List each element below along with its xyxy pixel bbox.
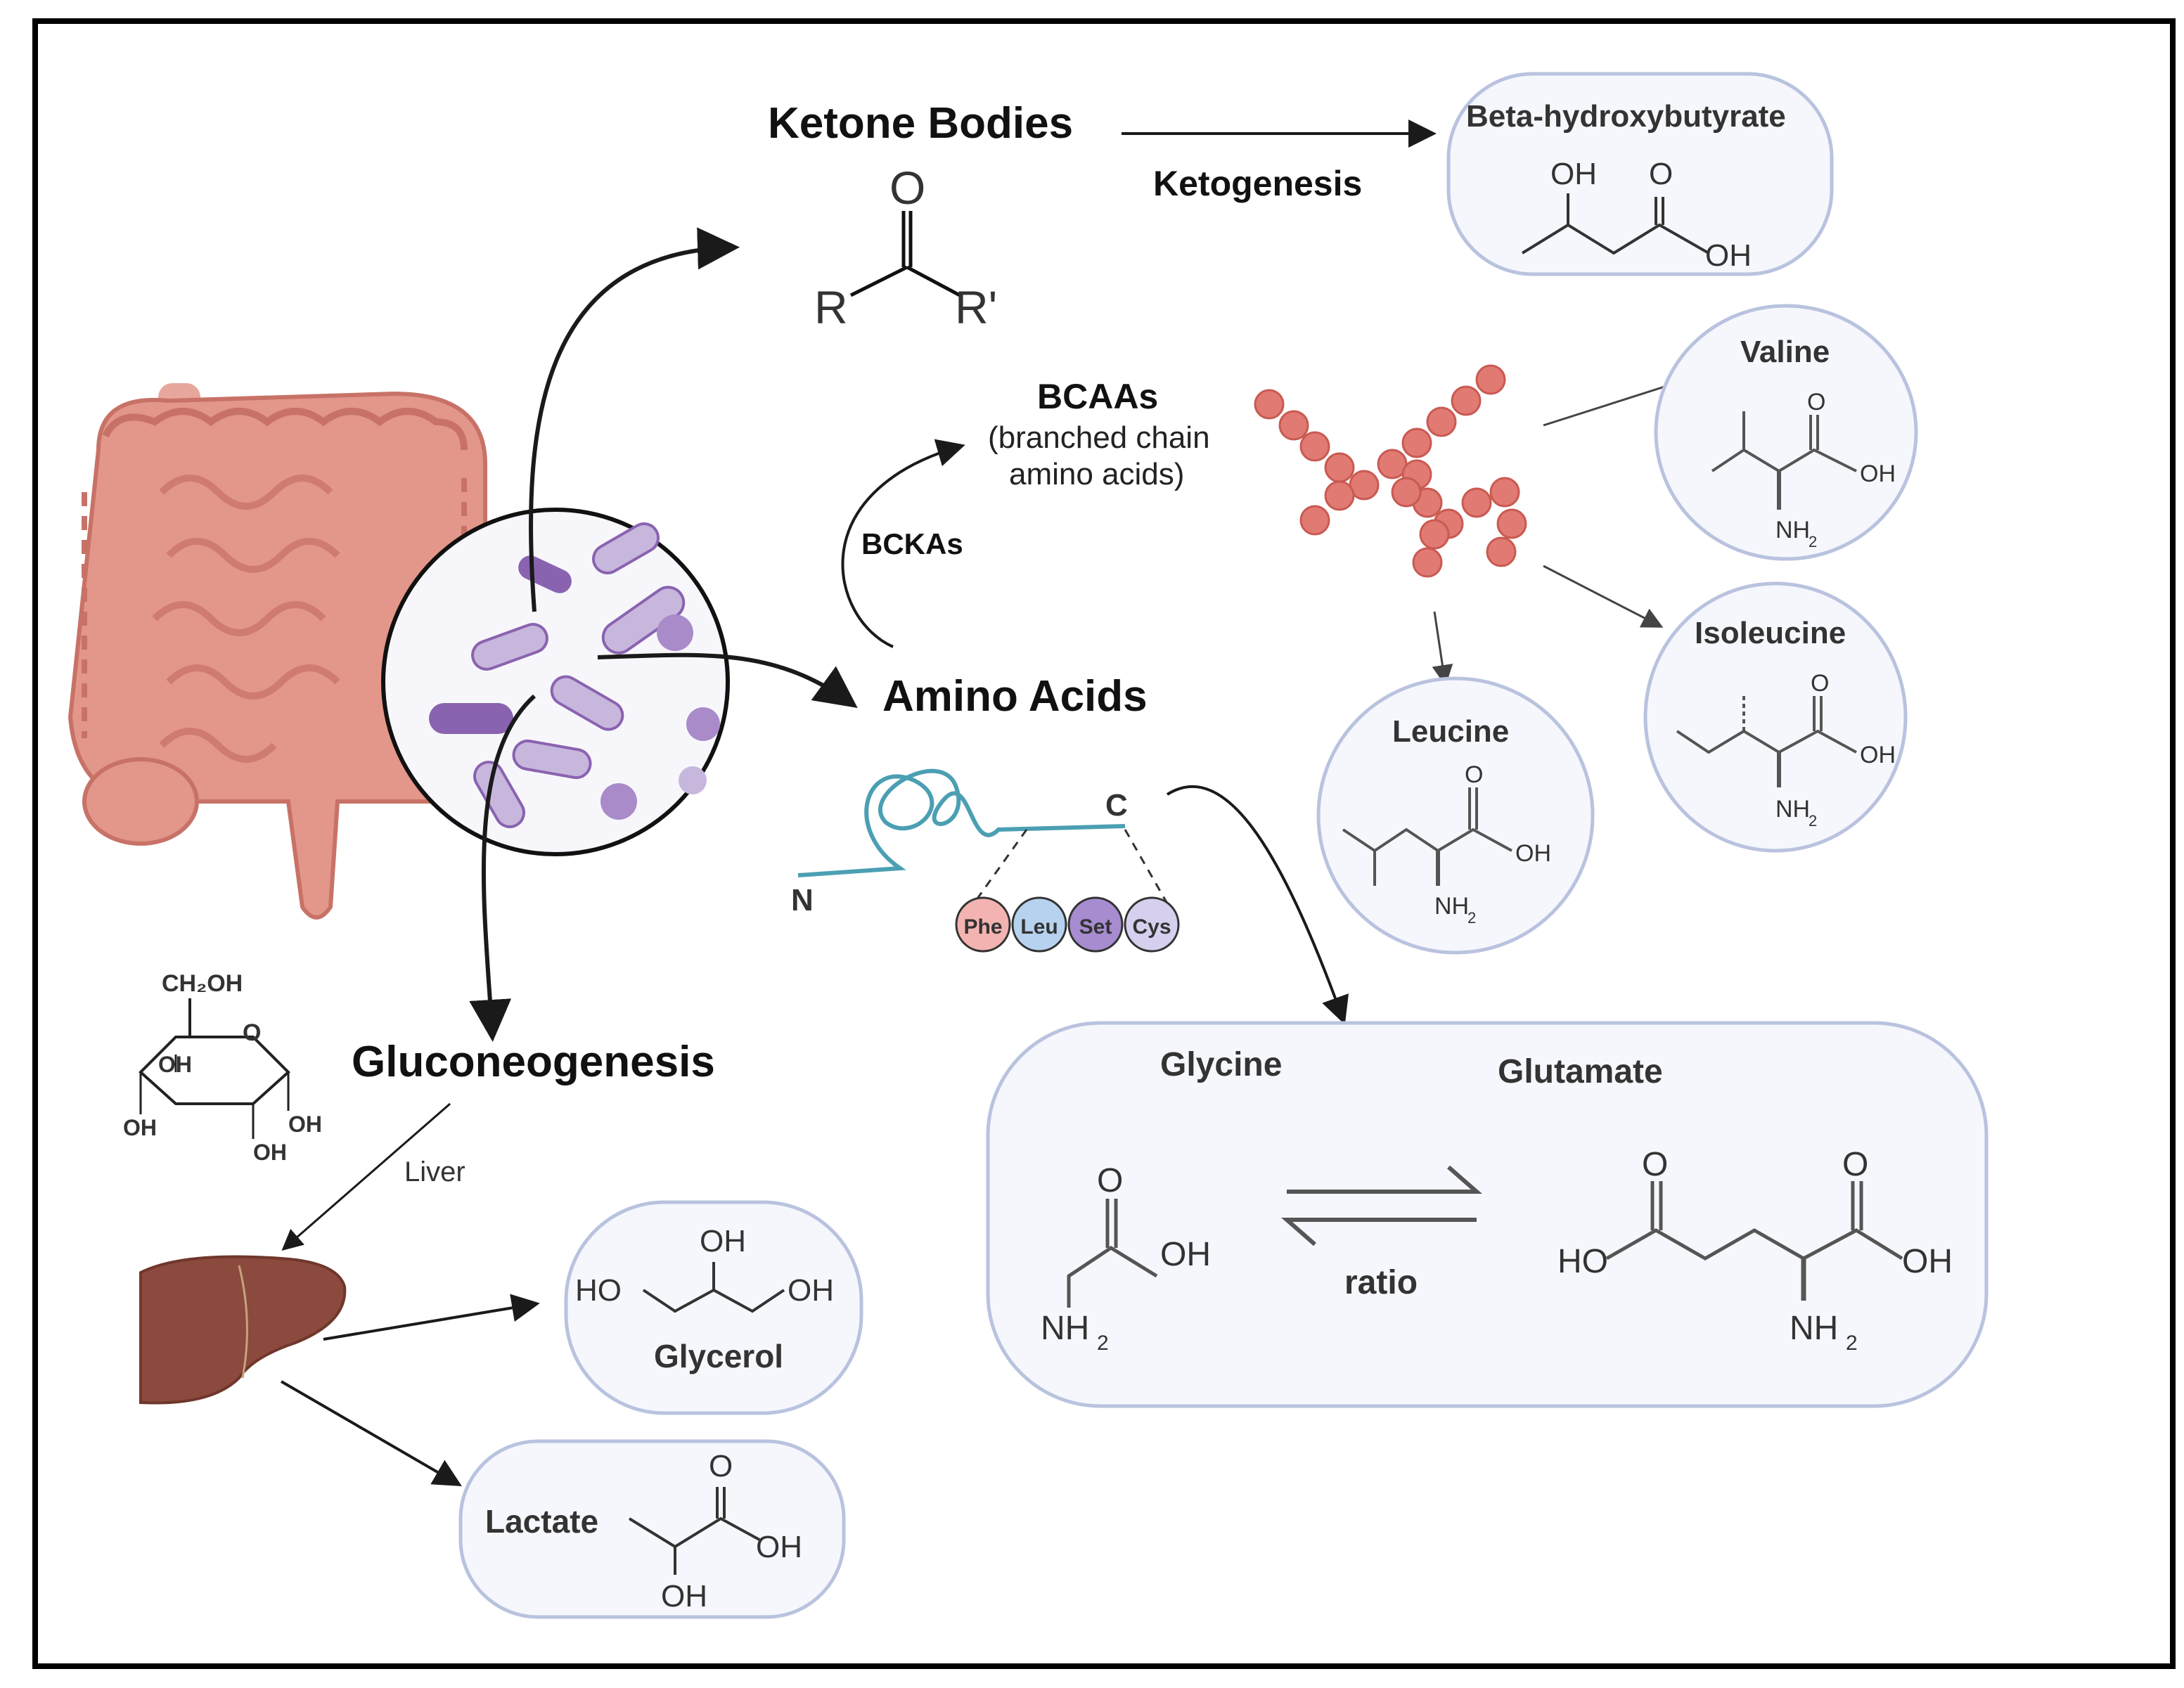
svg-text:2: 2 — [1846, 1332, 1858, 1355]
svg-text:2: 2 — [1809, 812, 1817, 830]
lactate-box: Lactate O OH OH — [458, 1439, 846, 1619]
svg-text:OH: OH — [756, 1530, 802, 1564]
svg-text:O: O — [1649, 157, 1673, 191]
outer-frame — [32, 18, 2176, 1669]
svg-text:OH: OH — [788, 1273, 834, 1308]
svg-text:O: O — [709, 1449, 733, 1483]
svg-text:Leu: Leu — [1020, 915, 1058, 939]
svg-text:O: O — [1842, 1146, 1868, 1183]
beta-hydroxybutyrate-box: Beta-hydroxybutyrate OH O OH — [1446, 72, 1834, 276]
svg-text:NH: NH — [1041, 1310, 1089, 1347]
bcaa-peptide-beads — [1254, 364, 1527, 578]
liver-ligament — [238, 1265, 248, 1379]
glycerol-box: OH HO OH Glycerol — [564, 1200, 863, 1415]
svg-text:OH: OH — [1705, 238, 1752, 273]
svg-text:CH₂OH: CH₂OH — [162, 970, 243, 997]
amino-acids-label: Amino Acids — [882, 672, 1148, 721]
svg-text:OH: OH — [1515, 840, 1551, 867]
isoleucine-circle: Isoleucine O OH NH 2 — [1643, 581, 1908, 853]
arrow-bckas-to-bcaas — [841, 439, 965, 648]
svg-text:2: 2 — [1097, 1332, 1109, 1355]
glycine-glutamate-box: Glycine Glutamate O OH NH 2 ratio O O HO… — [986, 1021, 1989, 1408]
leucine-label: Leucine — [1392, 714, 1509, 749]
ketone-bodies-label: Ketone Bodies — [768, 99, 1074, 148]
arrow-to-glycine-glutamate — [1166, 785, 1349, 1025]
ketone-oxygen: O — [889, 162, 925, 214]
svg-text:O: O — [1811, 670, 1829, 697]
arrow-to-isoleucine — [1543, 565, 1664, 628]
residue-leu — [1011, 896, 1067, 953]
ketone-r-prime: R' — [955, 281, 997, 333]
arrow-to-ketone-bodies — [529, 227, 740, 612]
arrow-to-leucine — [1432, 611, 1453, 686]
glucose-structure: CH₂OH O OH OH OH OH — [123, 970, 322, 1165]
ketone-r: R — [814, 281, 848, 333]
glycine-label: Glycine — [1160, 1046, 1282, 1083]
svg-text:2: 2 — [1467, 909, 1476, 927]
ratio-label: ratio — [1344, 1264, 1418, 1301]
svg-text:OH: OH — [1902, 1243, 1953, 1280]
svg-text:OH: OH — [288, 1112, 322, 1137]
residue-set — [1067, 896, 1124, 953]
arrow-to-lactate — [280, 1380, 462, 1487]
svg-text:2: 2 — [1809, 533, 1817, 550]
svg-text:OH: OH — [1860, 460, 1896, 487]
arrow-to-glycerol — [323, 1294, 540, 1341]
svg-text:O: O — [1807, 389, 1825, 415]
isoleucine-label: Isoleucine — [1695, 616, 1846, 650]
protein-chain: N C — [791, 768, 1169, 917]
svg-text:OH: OH — [253, 1140, 287, 1165]
svg-text:OH: OH — [158, 1052, 192, 1077]
valine-label: Valine — [1740, 335, 1830, 369]
ketone-structure: O R R' — [814, 162, 997, 333]
lactate-label: Lactate — [485, 1503, 598, 1540]
protein-c-terminus: C — [1105, 788, 1128, 823]
arrow-to-amino-acids — [597, 652, 858, 709]
svg-text:HO: HO — [575, 1273, 622, 1308]
ketogenesis-label: Ketogenesis — [1153, 164, 1363, 203]
svg-text:O: O — [243, 1019, 261, 1046]
bcaas-subtitle-line1: (branched chain — [988, 420, 1210, 455]
gluconeogenesis-label: Gluconeogenesis — [352, 1038, 715, 1086]
svg-text:Set: Set — [1079, 915, 1112, 939]
glycerol-label: Glycerol — [654, 1338, 783, 1374]
svg-text:O: O — [1097, 1162, 1123, 1199]
arrow-to-liver — [281, 1102, 451, 1251]
gut-microbiome-circle — [381, 508, 730, 856]
svg-text:OH: OH — [1160, 1236, 1211, 1273]
residue-beads: Phe Leu Set Cys — [955, 896, 1180, 953]
bckas-label: BCKAs — [861, 527, 963, 560]
svg-text:NH: NH — [1790, 1310, 1838, 1347]
intestine-illustration — [68, 383, 487, 920]
svg-text:NH: NH — [1434, 893, 1469, 920]
liver-label: Liver — [404, 1157, 465, 1187]
svg-text:O: O — [1465, 761, 1483, 788]
leucine-circle: Leucine O OH NH 2 — [1316, 676, 1595, 955]
svg-text:NH: NH — [1775, 796, 1810, 823]
bcaas-label: BCAAs — [1037, 377, 1159, 416]
svg-text:O: O — [1642, 1146, 1668, 1183]
bcaas-subtitle-line2: amino acids) — [1009, 457, 1185, 491]
svg-text:Phe: Phe — [963, 915, 1002, 939]
svg-text:OH: OH — [1860, 742, 1896, 768]
svg-text:HO: HO — [1557, 1243, 1608, 1280]
liver-illustration — [139, 1255, 347, 1405]
glutamate-label: Glutamate — [1498, 1053, 1663, 1090]
arrow-to-gluconeogenesis — [469, 694, 537, 1042]
protein-n-terminus: N — [791, 883, 814, 917]
residue-cys — [1124, 896, 1180, 953]
residue-phe — [955, 896, 1011, 953]
valine-circle: Valine O OH NH 2 — [1654, 304, 1918, 561]
svg-text:Cys: Cys — [1132, 915, 1171, 939]
beta-hydroxybutyrate-label: Beta-hydroxybutyrate — [1466, 99, 1786, 134]
svg-text:OH: OH — [661, 1579, 707, 1613]
svg-text:OH: OH — [1550, 157, 1597, 191]
svg-text:OH: OH — [700, 1224, 746, 1258]
svg-text:OH: OH — [123, 1115, 157, 1140]
svg-text:NH: NH — [1775, 517, 1810, 543]
